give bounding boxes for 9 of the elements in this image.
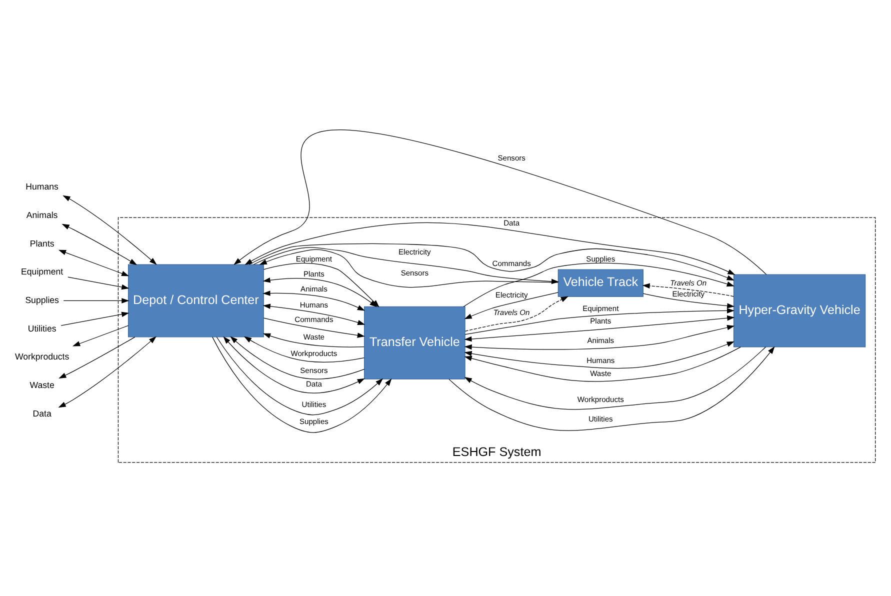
node-text: Equipment	[21, 266, 64, 276]
node-text: Supplies	[25, 294, 59, 305]
node-text: Data	[32, 408, 52, 418]
node-text: Animals	[26, 210, 58, 220]
node-text: Waste	[30, 379, 54, 390]
node-text: Plants	[30, 238, 54, 248]
node-text: Workproducts	[15, 351, 70, 362]
node-text: Humans	[26, 181, 58, 192]
node-text: Utilities	[28, 322, 56, 333]
